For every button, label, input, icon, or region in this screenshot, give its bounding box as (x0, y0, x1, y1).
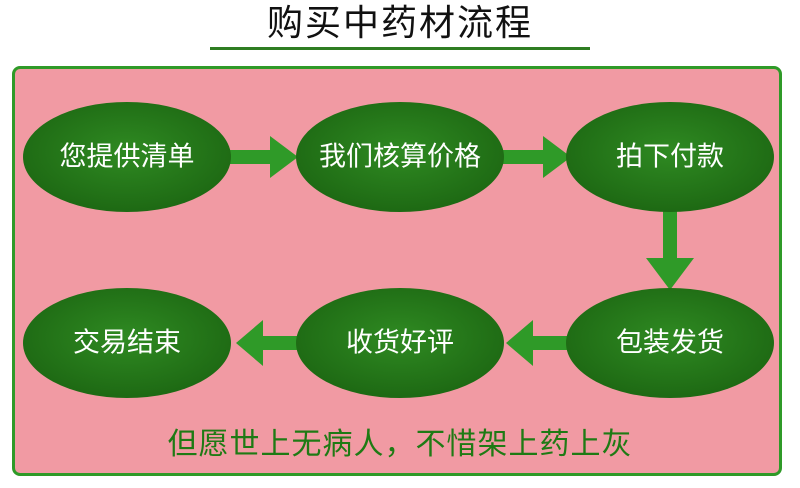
footer-slogan: 但愿世上无病人，不惜架上药上灰 (167, 427, 633, 462)
step-verify-price: 我们核算价格 (296, 102, 504, 212)
page-title: 购买中药材流程 (266, 3, 533, 44)
title-underline (210, 47, 590, 50)
step-review: 收货好评 (296, 288, 504, 398)
arrow-review-to-finish (236, 320, 305, 366)
arrow-verify-to-pay (498, 136, 571, 178)
step-finish: 交易结束 (23, 288, 231, 398)
step-place-order: 拍下付款 (566, 102, 774, 212)
step-label: 您提供清单 (60, 142, 195, 173)
arrow-ship-to-review (506, 320, 575, 366)
step-label: 包装发货 (616, 328, 724, 359)
step-provide-list: 您提供清单 (23, 102, 231, 212)
step-label: 交易结束 (73, 328, 181, 359)
step-label: 拍下付款 (616, 142, 724, 173)
arrow-provide-to-verify (230, 136, 298, 178)
arrow-pay-to-ship (646, 205, 694, 290)
step-label: 我们核算价格 (319, 142, 481, 173)
step-label: 收货好评 (346, 328, 454, 359)
step-ship: 包装发货 (566, 288, 774, 398)
